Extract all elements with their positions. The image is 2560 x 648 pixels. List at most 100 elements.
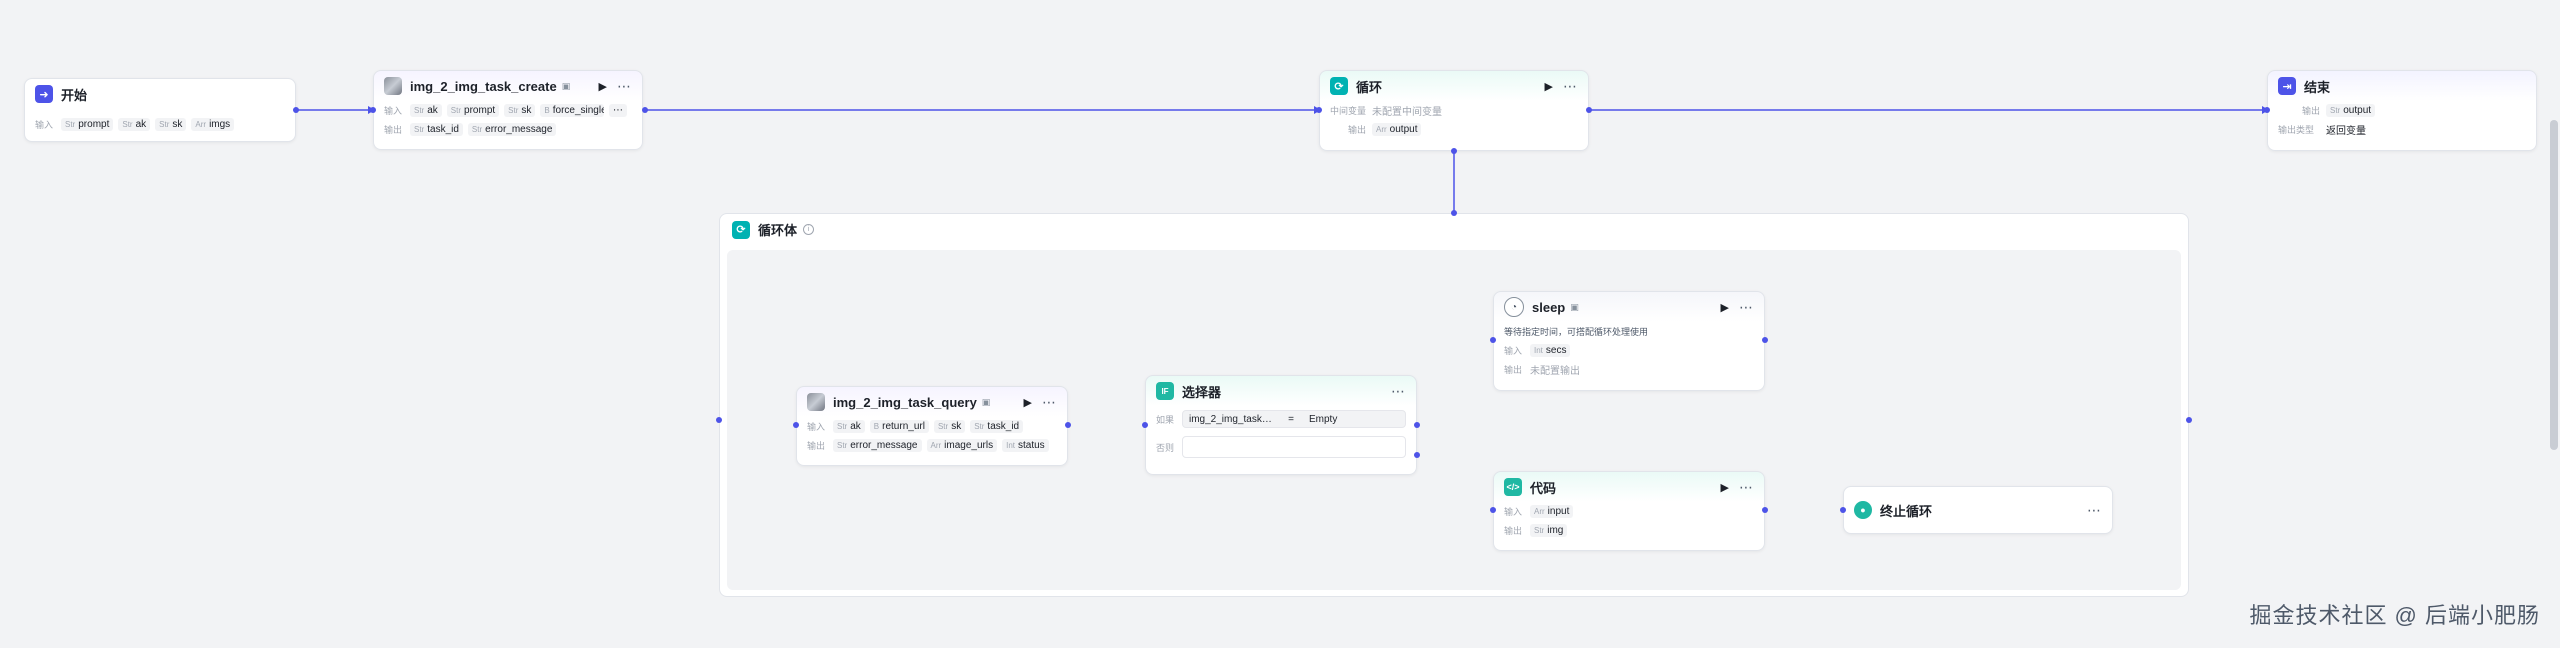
stop-loop-title: 终止循环 <box>1880 503 1933 519</box>
lock-icon: ▣ <box>561 80 571 91</box>
create-node-header: img_2_img_task_create ▣ ▶ ⋯ <box>374 71 642 101</box>
end-in-port[interactable] <box>2264 107 2270 113</box>
code-in-port[interactable] <box>1490 507 1496 513</box>
end-mode-row: 输出类型 返回变量 <box>2278 125 2366 137</box>
stop-in-port[interactable] <box>1840 507 1846 513</box>
condition-box[interactable]: img_2_img_task… = Empty <box>1182 410 1406 428</box>
timer-icon: ◔ <box>1504 297 1524 317</box>
end-node-title: 结束 <box>2304 79 2331 95</box>
more-icon[interactable]: ⋯ <box>1391 382 1406 399</box>
else-box[interactable] <box>1182 436 1406 458</box>
loop-body-port[interactable] <box>1451 148 1457 154</box>
create-in-port[interactable] <box>370 107 376 113</box>
code-node-header: </> 代码 ▶ ⋯ <box>1494 472 1764 502</box>
run-icon[interactable]: ▶ <box>1720 481 1729 494</box>
loop-body-start-port[interactable] <box>716 417 722 423</box>
stop-loop-icon: ● <box>1854 501 1872 519</box>
query-node-title: img_2_img_task_query <box>833 394 977 410</box>
loop-body-end-port[interactable] <box>2186 417 2192 423</box>
run-icon[interactable]: ▶ <box>1720 301 1729 314</box>
loop-out-port[interactable] <box>1586 107 1592 113</box>
more-icon[interactable]: ⋯ <box>1739 478 1754 495</box>
more-icon[interactable]: ⋯ <box>1042 393 1057 410</box>
stop-loop-node[interactable]: ● 终止循环 ⋯ <box>1843 486 2113 534</box>
run-icon[interactable]: ▶ <box>1023 396 1032 409</box>
loop-body-header: ⟳ 循环体 i <box>732 220 815 239</box>
selector-node-header: IF 选择器 ⋯ <box>1146 376 1416 406</box>
more-icon[interactable]: ⋯ <box>617 77 632 94</box>
selector-in-port[interactable] <box>1142 422 1148 428</box>
start-node-title: 开始 <box>61 87 88 103</box>
more-icon[interactable]: ⋯ <box>1739 298 1754 315</box>
loop-node-title: 循环 <box>1356 79 1383 95</box>
selector-node[interactable]: IF 选择器 ⋯ 如果 img_2_img_task… = Empty 否则 <box>1145 375 1417 475</box>
sleep-node-header: ◔ sleep ▣ ▶ ⋯ <box>1494 292 1764 322</box>
vertical-scrollbar[interactable] <box>2550 120 2558 450</box>
start-node-header: ➜ 开始 <box>25 79 295 109</box>
selector-else-row: 否则 <box>1146 432 1416 462</box>
loop-mid-row: 中间变量 未配置中间变量 <box>1330 106 1442 118</box>
loop-icon: ⟳ <box>1330 77 1348 95</box>
input-label: 输入 <box>35 120 54 130</box>
query-out-port[interactable] <box>1065 422 1071 428</box>
stop-loop-header: ● 终止循环 ⋯ <box>1844 487 2112 533</box>
loop-node-header: ⟳ 循环 ▶ ⋯ <box>1320 71 1588 101</box>
sleep-output-row: 输出 未配置输出 <box>1504 365 1580 377</box>
more-icon[interactable]: ⋯ <box>2087 501 2102 518</box>
selector-else-port[interactable] <box>1414 452 1420 458</box>
lock-icon: ▣ <box>981 396 991 407</box>
end-icon: ⇥ <box>2278 77 2296 95</box>
query-in-port[interactable] <box>793 422 799 428</box>
start-out-port[interactable] <box>293 107 299 113</box>
run-icon[interactable]: ▶ <box>1544 80 1553 93</box>
query-node-header: img_2_img_task_query ▣ ▶ ⋯ <box>797 387 1067 417</box>
lock-icon: ▣ <box>1570 301 1579 312</box>
loop-body-title: 循环体 <box>758 223 798 238</box>
info-icon[interactable]: i <box>803 224 815 235</box>
sleep-out-port[interactable] <box>1762 337 1768 343</box>
create-out-port[interactable] <box>642 107 648 113</box>
more-icon[interactable]: ⋯ <box>1563 77 1578 94</box>
overflow-tag[interactable]: ⋯ <box>609 104 627 117</box>
code-out-port[interactable] <box>1762 507 1768 513</box>
create-node-title: img_2_img_task_create <box>410 78 557 94</box>
code-node-title: 代码 <box>1530 480 1557 496</box>
plugin-image-icon <box>384 77 402 95</box>
loop-in-port[interactable] <box>1316 107 1322 113</box>
selector-if-port[interactable] <box>1414 422 1420 428</box>
run-icon[interactable]: ▶ <box>598 80 607 93</box>
code-icon: </> <box>1504 478 1522 496</box>
loop-icon: ⟳ <box>732 220 750 239</box>
loop-body-in-port[interactable] <box>1451 210 1457 216</box>
sleep-in-port[interactable] <box>1490 337 1496 343</box>
